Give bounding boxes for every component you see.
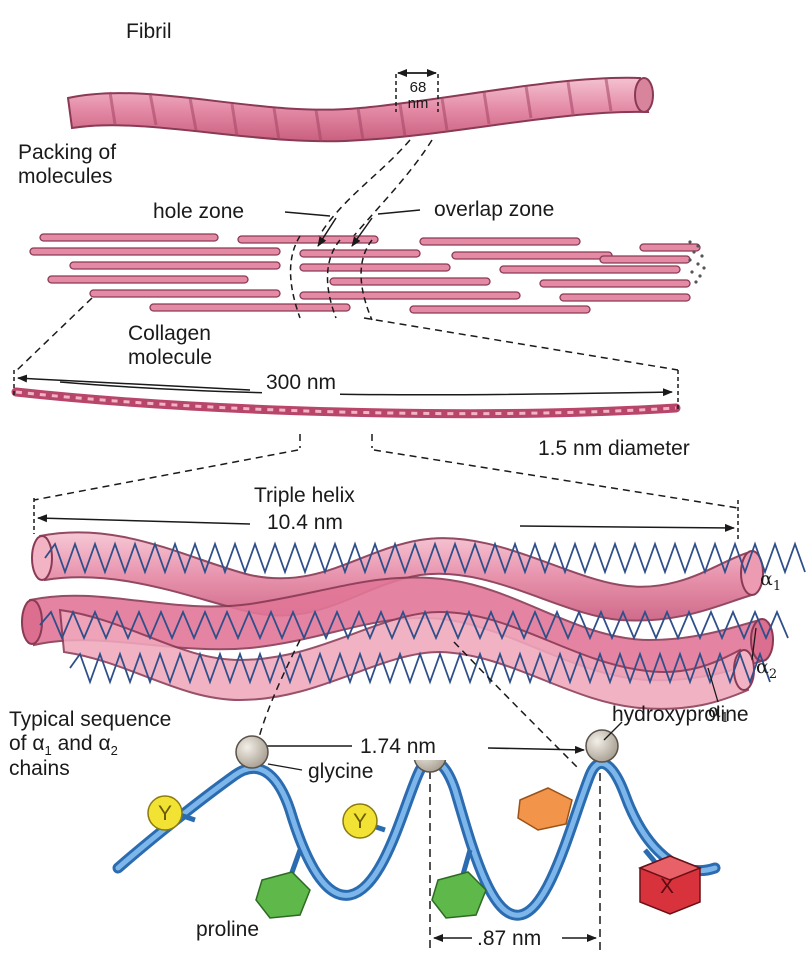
glycine-ball-3 [586, 730, 618, 762]
period-value: 68 [404, 80, 432, 95]
proline-1 [256, 872, 310, 918]
typical-sequence-line3: chains [9, 757, 70, 781]
sidechain-bonds [180, 800, 660, 878]
triple-helix-label: Triple helix [254, 484, 355, 508]
collagen-label-line2: molecule [128, 346, 212, 370]
fibril-to-packing-guides [318, 140, 432, 238]
packing-label-line1: Packing of [18, 141, 116, 165]
y-residue-1-letter: Y [158, 802, 172, 826]
fibril [68, 78, 653, 142]
collagen-molecule [16, 392, 676, 414]
packing-label-line2: molecules [18, 165, 113, 189]
alpha2-label: α2 [756, 655, 777, 687]
length-1-74nm-label: 1.74 nm [360, 735, 436, 759]
length-10-4nm-label: 10.4 nm [263, 511, 347, 535]
glycine-ball-1 [236, 736, 268, 768]
y-residue-2-letter: Y [353, 810, 367, 834]
hole-zone-label: hole zone [153, 200, 244, 224]
length-300nm-label: 300 nm [262, 371, 340, 395]
fibril-label: Fibril [126, 20, 172, 44]
proline-2 [432, 872, 486, 918]
hydroxyproline-residue [518, 788, 572, 830]
fibril-end [635, 78, 653, 112]
overlap-zone-label: overlap zone [434, 198, 554, 222]
hydroxyproline-label: hydroxyproline [612, 703, 749, 727]
molecule-length-arrow [14, 370, 678, 412]
collagen-label-line1: Collagen [128, 322, 211, 346]
diameter-label: 1.5 nm diameter [538, 437, 690, 461]
alpha1-top-label: α1 [760, 567, 781, 599]
x-residue-letter: X [660, 875, 674, 899]
length-0-87nm-label: .87 nm [477, 927, 541, 951]
typical-sequence-line1: Typical sequence [9, 708, 171, 732]
glycine-pointer [268, 764, 302, 770]
proline-label: proline [196, 918, 259, 942]
glycine-label: glycine [308, 760, 373, 784]
period-unit: nm [402, 96, 434, 111]
